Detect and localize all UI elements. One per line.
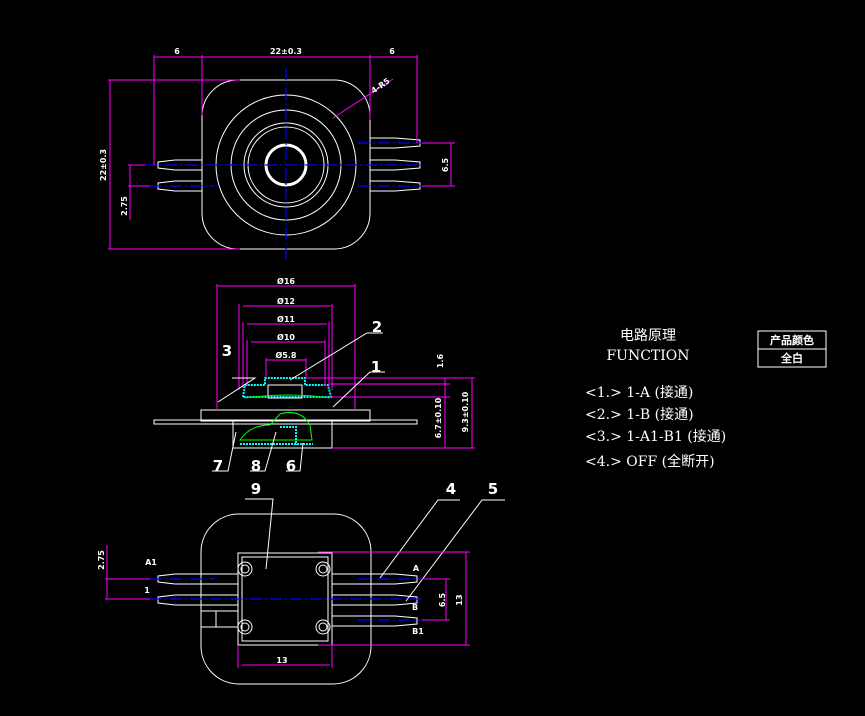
pin-label-a: A bbox=[413, 564, 420, 573]
dim-1-6-label: 1.6 bbox=[436, 353, 445, 368]
dia-12-label: Ø12 bbox=[277, 296, 295, 306]
function-item-4: <4.> OFF (全断开) bbox=[585, 453, 715, 470]
function-notes: 电路原理 FUNCTION <1.> 1-A (接通) <2.> 1-B (接通… bbox=[585, 328, 726, 470]
top-dim-right: 6 bbox=[389, 47, 395, 56]
pin-label-1: 1 bbox=[144, 586, 150, 595]
top-view: 6 22±0.3 6 22±0.3 2.75 6.5 4-R5 bbox=[99, 47, 455, 260]
color-table: 产品颜色 全白 bbox=[757, 330, 827, 368]
dia-16-label: Ø16 bbox=[277, 276, 295, 286]
dia-10-label: Ø10 bbox=[277, 332, 295, 342]
callout-9: 9 bbox=[251, 480, 261, 498]
callout-4: 4 bbox=[446, 480, 456, 498]
top-dim-width: 22±0.3 bbox=[270, 47, 302, 56]
function-item-1: <1.> 1-A (接通) bbox=[585, 384, 693, 401]
dia-5-8-label: Ø5.8 bbox=[276, 350, 297, 360]
callout-1: 1 bbox=[371, 358, 381, 376]
color-table-value: 全白 bbox=[780, 351, 803, 365]
callout-2: 2 bbox=[372, 318, 382, 336]
top-dim-left: 6 bbox=[174, 47, 180, 56]
top-dim-height: 22±0.3 bbox=[99, 149, 108, 181]
color-table-header: 产品颜色 bbox=[770, 333, 814, 347]
dia-11-label: Ø11 bbox=[277, 314, 295, 324]
pin-label-b1: B1 bbox=[412, 627, 424, 636]
callout-6: 6 bbox=[286, 457, 296, 475]
function-item-2: <2.> 1-B (接通) bbox=[585, 406, 694, 423]
bottom-view: 9 4 5 A1 1 A B B1 2.75 6.5 13 13 bbox=[97, 480, 505, 685]
callout-5: 5 bbox=[488, 480, 498, 498]
function-title-cn: 电路原理 bbox=[620, 328, 676, 344]
bottom-dim-height: 13 bbox=[455, 594, 464, 605]
pin-label-a1: A1 bbox=[145, 558, 157, 567]
bottom-dim-width: 13 bbox=[276, 656, 287, 665]
callout-7: 7 bbox=[213, 457, 223, 475]
top-dim-pin-pitch: 6.5 bbox=[441, 157, 450, 172]
callout-8: 8 bbox=[251, 457, 261, 475]
callout-3: 3 bbox=[222, 342, 232, 360]
function-title-en: FUNCTION bbox=[606, 348, 689, 364]
dim-9-3-label: 9.3±0.10 bbox=[461, 391, 470, 432]
dim-6-7-label: 6.7±0.10 bbox=[434, 397, 443, 438]
bottom-dim-pin-pitch: 6.5 bbox=[438, 592, 447, 607]
top-dim-pin-offset: 2.75 bbox=[120, 196, 129, 216]
function-item-3: <3.> 1-A1-B1 (接通) bbox=[585, 428, 726, 445]
bottom-dim-pin-offset: 2.75 bbox=[97, 550, 106, 570]
side-view: Ø16 Ø12 Ø11 Ø10 Ø5.8 1.6 6.7±0.10 9.3±0.… bbox=[153, 276, 475, 475]
pin-label-b: B bbox=[412, 603, 418, 612]
